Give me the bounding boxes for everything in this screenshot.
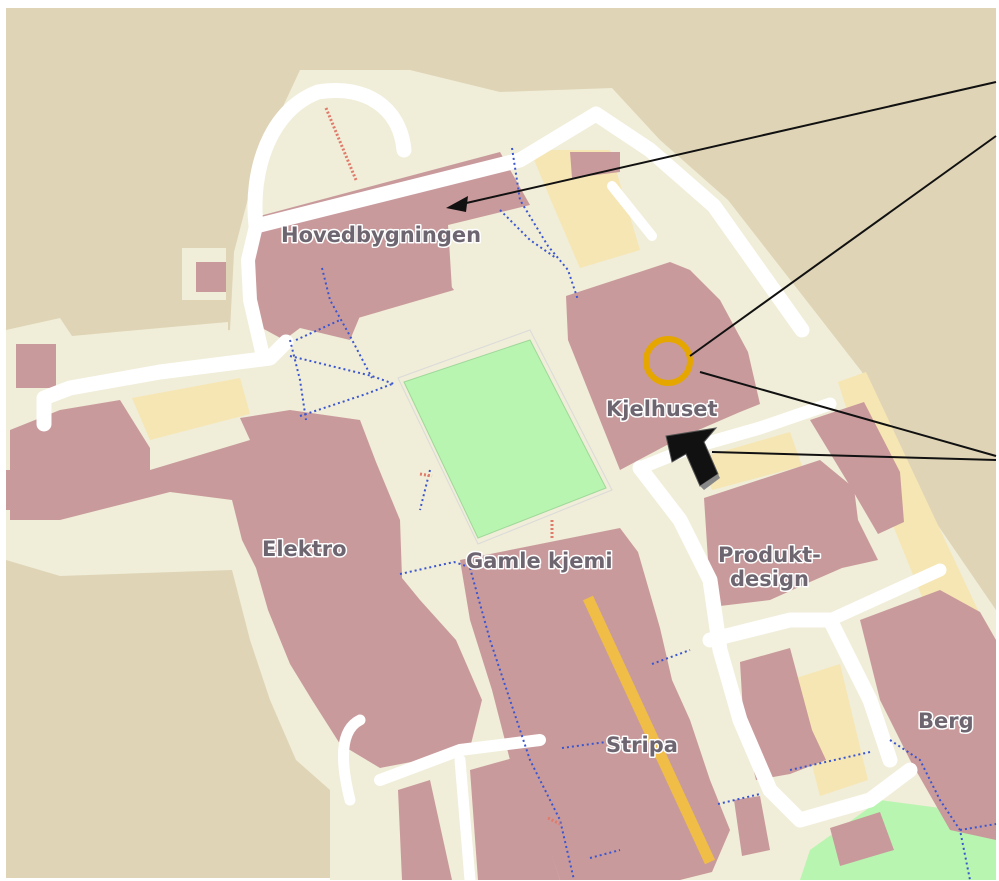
- stripa-walkway: [583, 595, 715, 865]
- steps: [324, 107, 561, 826]
- label-kjelhuset: Kjelhuset: [606, 397, 718, 421]
- ring-marker-icon[interactable]: [643, 336, 693, 386]
- park-lawn: [403, 339, 607, 539]
- arrow-shadow: [700, 474, 720, 490]
- annotation-lines: [461, 81, 997, 461]
- label-produkt-line2: design: [730, 567, 809, 591]
- leader-arrowhead-icon: [446, 196, 468, 212]
- label-hovedbygningen: Hovedbygningen: [281, 223, 481, 247]
- buildings: [6, 152, 996, 880]
- label-berg: Berg: [918, 709, 974, 733]
- label-stripa: Stripa: [606, 733, 678, 757]
- label-produkt-line1: Produkt-: [718, 543, 821, 567]
- campus-west-wing: [6, 318, 228, 358]
- park-outline: [397, 329, 613, 545]
- label-gamle-kjemi: Gamle kjemi: [466, 549, 613, 573]
- roads: [36, 83, 947, 881]
- footpaths: [289, 147, 997, 881]
- label-elektro: Elektro: [262, 537, 347, 561]
